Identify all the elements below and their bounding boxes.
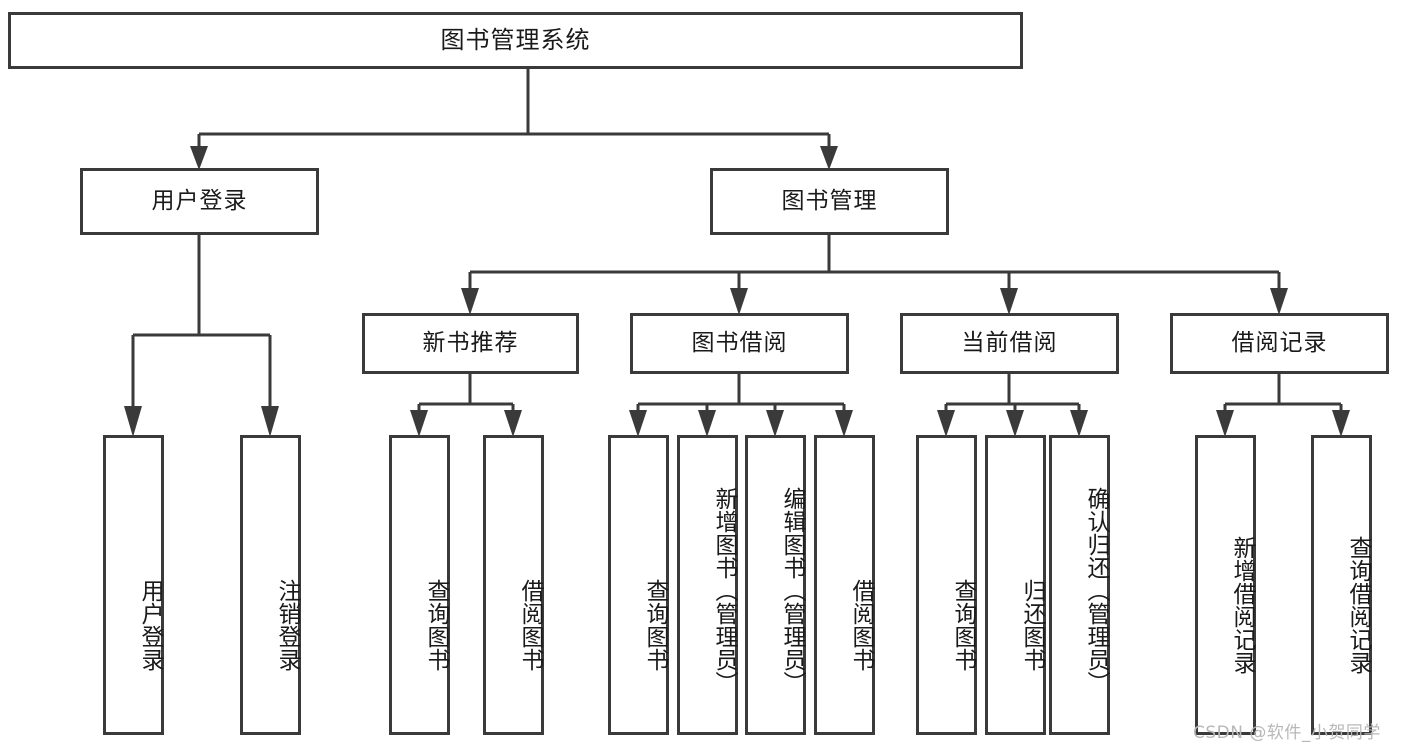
leaf-box-book-borrow-0[interactable] (608, 435, 669, 735)
leaf-box-current-borrow-0[interactable] (916, 435, 977, 735)
node-box-book-management[interactable] (710, 168, 949, 235)
leaf-box-user-login-1[interactable] (240, 435, 301, 735)
arrowhead-current-borrow-leaf-1 (1006, 410, 1024, 437)
node-box-borrow-record[interactable] (1170, 313, 1389, 374)
arrowhead-book-borrow (730, 288, 748, 315)
leaf-box-book-borrow-1[interactable] (677, 435, 738, 735)
arrowhead-user-login-leaf-0 (124, 406, 142, 437)
leaf-box-book-borrow-3[interactable] (814, 435, 875, 735)
arrowhead-book-borrow-leaf-0 (629, 410, 647, 437)
arrowhead-book-borrow-leaf-3 (835, 410, 853, 437)
arrowhead-borrow-record-leaf-1 (1332, 410, 1350, 437)
arrowhead-current-borrow-leaf-2 (1070, 410, 1088, 437)
leaf-box-current-borrow-2[interactable] (1049, 435, 1110, 735)
arrowhead-borrow-record-leaf-0 (1216, 410, 1234, 437)
leaf-box-borrow-record-0[interactable] (1195, 435, 1256, 735)
arrowhead-new-book-recommend (461, 288, 479, 315)
leaf-box-new-book-0[interactable] (389, 435, 450, 735)
leaf-box-book-borrow-2[interactable] (745, 435, 806, 735)
arrowhead-user-login-leaf-1 (261, 406, 279, 437)
node-box-new-book-recommend[interactable] (362, 313, 579, 374)
arrowhead-current-borrow-leaf-0 (937, 410, 955, 437)
arrowhead-new-book-leaf-1 (504, 410, 522, 437)
node-box-user-login[interactable] (80, 168, 319, 235)
arrowhead-book-borrow-leaf-2 (766, 410, 784, 437)
arrowhead-book-management (820, 146, 838, 170)
node-box-root[interactable] (8, 12, 1023, 69)
leaf-box-new-book-1[interactable] (483, 435, 544, 735)
node-box-book-borrow[interactable] (630, 313, 849, 374)
leaf-box-current-borrow-1[interactable] (985, 435, 1046, 735)
leaf-box-user-login-0[interactable] (103, 435, 164, 735)
arrowhead-borrow-record (1270, 288, 1288, 315)
leaf-box-borrow-record-1[interactable] (1311, 435, 1372, 735)
arrowhead-new-book-leaf-0 (410, 410, 428, 437)
arrowhead-user-login (190, 146, 208, 170)
node-box-current-borrow[interactable] (900, 313, 1119, 374)
arrowhead-book-borrow-leaf-1 (698, 410, 716, 437)
arrowhead-current-borrow (1000, 288, 1018, 315)
